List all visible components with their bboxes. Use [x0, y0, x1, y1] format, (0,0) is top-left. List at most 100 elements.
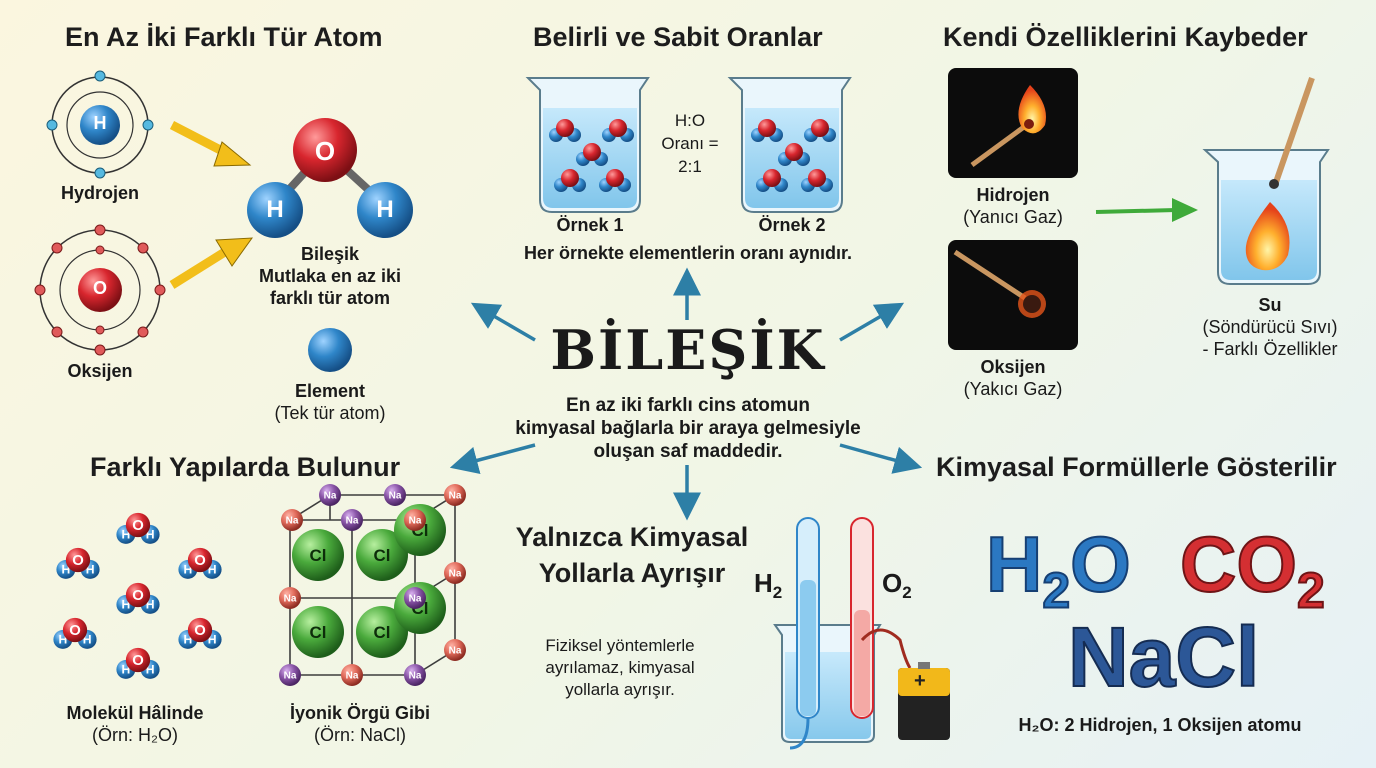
svg-text:Na: Na	[449, 646, 462, 657]
sodium-ion: Na	[404, 664, 426, 686]
water-desc-2: - Farklı Özellikler	[1202, 339, 1338, 359]
oxygen-atom-model	[34, 224, 166, 356]
oxygen-desc: (Yakıcı Gaz)	[963, 379, 1063, 399]
sodium-ion: Na	[444, 484, 466, 506]
svg-text:Na: Na	[324, 491, 337, 502]
element-sphere	[308, 328, 352, 372]
svg-text:Na: Na	[284, 671, 297, 682]
o-atom-symbol: O	[92, 278, 107, 298]
svg-text:H: H	[208, 563, 217, 577]
svg-text:H: H	[183, 563, 192, 577]
ratio-line-1: H:O	[674, 111, 706, 130]
sodium-ion: Na	[404, 587, 426, 609]
formula-caption: H₂O: 2 Hidrojen, 1 Oksijen atomu	[1018, 715, 1302, 735]
svg-text:Na: Na	[409, 671, 422, 682]
formula-sodium-chloride: NaCl	[1067, 610, 1260, 704]
svg-text:H: H	[58, 633, 67, 647]
element-title: Element	[294, 381, 366, 401]
svg-text:Na: Na	[346, 516, 359, 527]
main-title: BİLEŞİK	[550, 318, 826, 382]
svg-text:O: O	[72, 553, 84, 569]
hydrogen-atom-model	[46, 70, 154, 179]
o-atom	[758, 119, 776, 137]
heading-chemical-only-1: Yalnızca Kimyasal	[515, 522, 749, 552]
o-atom: O	[65, 547, 91, 573]
svg-text:Na: Na	[389, 491, 402, 502]
h2-gas-label: H2	[754, 568, 783, 603]
compound-desc-2: farklı tür atom	[269, 288, 391, 308]
svg-text:H: H	[83, 633, 92, 647]
heading-fixed-ratios: Belirli ve Sabit Oranlar	[533, 22, 823, 52]
svg-text:O: O	[132, 588, 144, 604]
electrolysis-apparatus	[773, 517, 950, 750]
o-atom: O	[125, 582, 151, 608]
svg-text:H: H	[183, 633, 192, 647]
svg-text:Na: Na	[409, 594, 422, 605]
sodium-ion: Na	[444, 639, 466, 661]
molecule-form-label: Molekül Hâlinde	[66, 703, 204, 723]
sodium-ion: Na	[281, 509, 303, 531]
svg-text:H: H	[208, 633, 217, 647]
h-atom-symbol: H	[93, 113, 107, 133]
svg-text:Na: Na	[409, 516, 422, 527]
ratio-caption: Her örnekte elementlerin oranı aynıdır.	[523, 243, 853, 263]
compound-title: Bileşik	[300, 244, 360, 264]
svg-text:H: H	[121, 598, 130, 612]
molecule-h-symbol-right: H	[376, 196, 394, 223]
separation-desc-1: Fiziksel yöntemlerle	[545, 636, 695, 655]
hydrogen-label: Hydrojen	[60, 183, 139, 203]
o-atom: O	[125, 647, 151, 673]
sodium-ion: Na	[279, 664, 301, 686]
definition-line-3: oluşan saf maddedir.	[593, 441, 783, 462]
o-atom: O	[125, 512, 151, 538]
o-atom	[606, 169, 624, 187]
svg-text:Na: Na	[449, 491, 462, 502]
hydrogen-flame-title: Hidrojen	[976, 185, 1050, 205]
element-desc: (Tek tür atom)	[274, 403, 386, 423]
chloride-ion: Cl	[356, 529, 408, 581]
heading-different-structures: Farklı Yapılarda Bulunur	[90, 452, 401, 482]
hydrogen-flame-photo	[948, 68, 1078, 178]
o-atom: O	[187, 617, 213, 643]
svg-text:O: O	[194, 623, 206, 639]
separation-desc-2: ayrılamaz, kimyasal	[545, 658, 695, 677]
oxygen-title: Oksijen	[980, 357, 1046, 377]
molecule-h-symbol-left: H	[266, 196, 284, 223]
ionic-lattice-label: İyonik Örgü Gibi	[289, 703, 430, 723]
heading-loses-properties: Kendi Özelliklerini Kaybeder	[943, 22, 1308, 52]
heading-chemical-formulas: Kimyasal Formüllerle Gösterilir	[936, 452, 1337, 482]
yellow-arrows	[169, 121, 254, 289]
svg-text:O: O	[132, 653, 144, 669]
beaker-molecules	[549, 119, 836, 192]
sodium-ion: Na	[341, 664, 363, 686]
water-beaker-extinguish	[1202, 77, 1330, 285]
svg-text:Na: Na	[284, 594, 297, 605]
o-atom	[811, 119, 829, 137]
oxygen-label: Oksijen	[67, 361, 133, 381]
sodium-ion: Na	[444, 562, 466, 584]
o-atom	[763, 169, 781, 187]
o-atom: O	[62, 617, 88, 643]
chloride-ion: Cl	[356, 606, 408, 658]
heading-chemical-only-2: Yollarla Ayrışır	[538, 558, 726, 588]
ionic-lattice-example: (Örn: NaCl)	[313, 725, 406, 745]
green-arrow	[1095, 198, 1198, 222]
formula-carbon-dioxide: CO2	[1179, 520, 1326, 620]
ratio-line-3: 2:1	[678, 157, 702, 176]
svg-text:O: O	[69, 623, 81, 639]
sample-2-label: Örnek 2	[758, 215, 826, 235]
ratio-line-2: Oranı =	[661, 134, 719, 153]
water-desc-1: (Söndürücü Sıvı)	[1202, 317, 1338, 337]
svg-text:O: O	[194, 553, 206, 569]
svg-text:H: H	[146, 598, 155, 612]
svg-text:Na: Na	[346, 671, 359, 682]
svg-text:H: H	[121, 663, 130, 677]
sample-1-label: Örnek 1	[556, 215, 624, 235]
svg-text:H: H	[146, 663, 155, 677]
o-atom	[609, 119, 627, 137]
molecule-form-example: (Örn: H₂O)	[92, 725, 178, 745]
compound-desc-1: Mutlaka en az iki	[258, 266, 402, 286]
svg-text:H: H	[121, 528, 130, 542]
